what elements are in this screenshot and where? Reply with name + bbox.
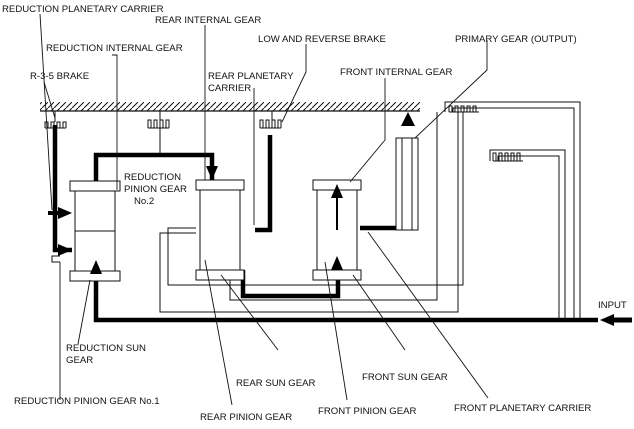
front-sun-gear-plate (312, 269, 362, 281)
label-rear-sun-gear: REAR SUN GEAR (236, 378, 316, 389)
arrow-output (401, 112, 415, 126)
label-reduction-internal-gear: REDUCTION INTERNAL GEAR (46, 43, 183, 54)
label-rear-internal-gear: REAR INTERNAL GEAR (155, 15, 261, 26)
label-reduction-pinion-gear-no2: REDUCTION PINION GEAR No.2 (124, 172, 190, 207)
thin-housing-lines (51, 101, 581, 322)
rear-planetary-set (195, 179, 245, 281)
low-and-reverse-brake-symbol (147, 111, 170, 155)
label-low-and-reverse-brake: LOW AND REVERSE BRAKE (258, 34, 386, 45)
label-front-pinion-gear: FRONT PINION GEAR (318, 406, 417, 417)
reduction-pinion-gear-no2-plate (69, 180, 121, 192)
rear-sun-gear-plate (195, 269, 245, 281)
rear-pinion-gear (199, 189, 241, 271)
label-r35-brake: R-3-5 BRAKE (30, 71, 89, 82)
transmission-case (40, 102, 420, 112)
label-front-internal-gear: FRONT INTERNAL GEAR (340, 67, 453, 78)
flow-arrows (48, 112, 632, 326)
label-rear-planetary-carrier: REAR PLANETARY CARRIER (208, 71, 296, 94)
reduction-planetary-set (69, 180, 121, 282)
label-input: INPUT (598, 300, 627, 311)
diagram-labels: REDUCTION PLANETARY CARRIER REAR INTERNA… (2, 4, 627, 423)
rear-internal-gear-plate (195, 179, 245, 191)
label-reduction-pinion-gear-no1: REDUCTION PINION GEAR No.1 (14, 396, 160, 407)
leader-lines (39, 13, 489, 406)
rear-carrier-brake-symbol (259, 111, 282, 129)
arrow-front-internal-gear (331, 184, 343, 198)
label-rear-pinion-gear: REAR PINION GEAR (200, 412, 292, 423)
arrow-reduction-carrier-lower (58, 244, 72, 256)
arrow-front-sun-gear (331, 256, 343, 270)
label-front-planetary-carrier: FRONT PLANETARY CARRIER (454, 403, 591, 414)
label-front-sun-gear: FRONT SUN GEAR (362, 372, 448, 383)
label-reduction-sun-gear: REDUCTION SUN GEAR (66, 343, 149, 366)
arrow-reduction-carrier-upper (58, 207, 72, 219)
arrow-rear-internal-gear (206, 166, 218, 180)
arrow-reduction-sun-gear (90, 260, 102, 274)
primary-gear-output (395, 137, 419, 231)
label-primary-gear-output: PRIMARY GEAR (OUTPUT) (455, 34, 577, 45)
arrow-input (600, 314, 614, 326)
label-reduction-planetary-carrier: REDUCTION PLANETARY CARRIER (2, 4, 164, 15)
